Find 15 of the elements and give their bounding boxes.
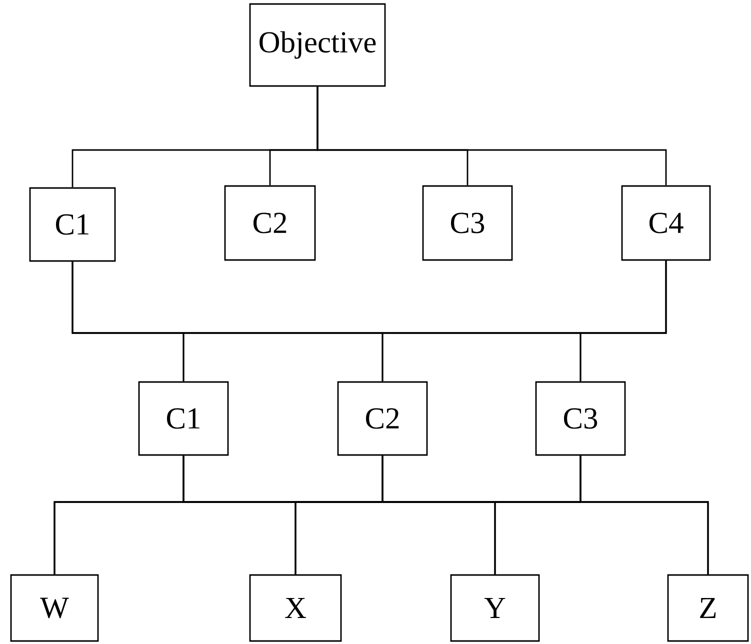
box: C2 xyxy=(224,185,316,261)
box: X xyxy=(249,574,342,642)
box: Objective xyxy=(249,3,386,87)
box: C4 xyxy=(621,185,711,261)
box: Z xyxy=(667,574,749,642)
box: C3 xyxy=(535,381,626,456)
box: C1 xyxy=(138,381,229,456)
box: C3 xyxy=(422,185,513,261)
box: Y xyxy=(450,574,540,642)
connector-line xyxy=(316,86,667,186)
box: C1 xyxy=(29,187,116,262)
box: C2 xyxy=(337,381,428,456)
box: W xyxy=(10,574,99,642)
connector-line xyxy=(580,456,709,574)
connector-line xyxy=(580,260,667,382)
